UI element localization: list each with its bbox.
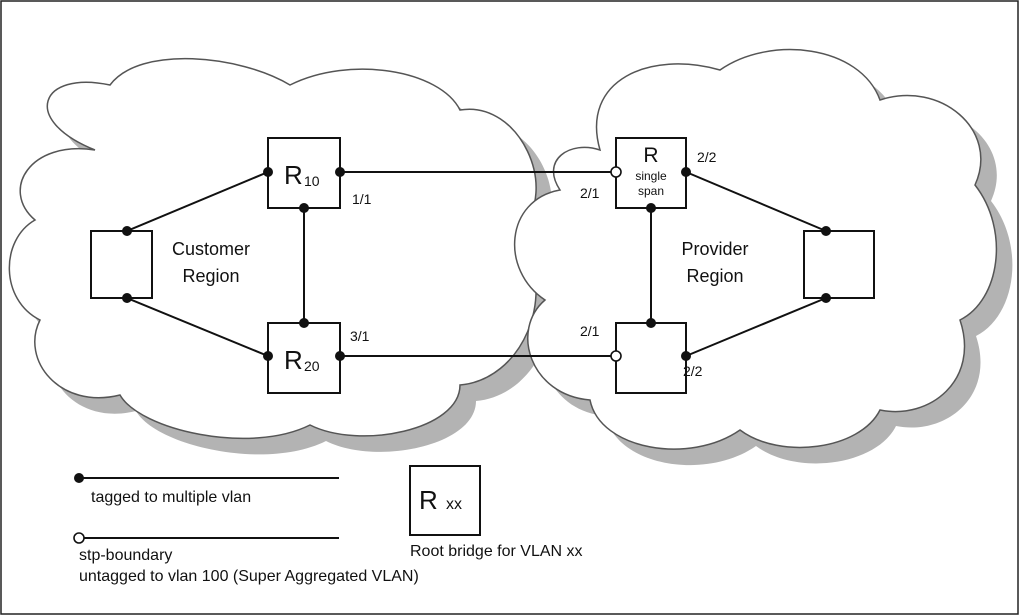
provider-region-cloud — [513, 48, 1013, 466]
links — [126, 171, 827, 357]
bridge-r20-subscript: 20 — [304, 358, 320, 374]
customer-region-cloud — [8, 57, 553, 455]
bridge-provider-top-line1: single — [635, 169, 667, 183]
provider-region-label-line1: Provider — [681, 239, 748, 259]
bridge-r10-subscript: 10 — [304, 173, 320, 189]
legend-boundary-dot — [73, 532, 85, 544]
tagged-port-dot — [821, 226, 831, 236]
tagged-port-dot — [299, 318, 309, 328]
tagged-port-dot — [646, 318, 656, 328]
port-label-provider-top-left: 2/1 — [580, 185, 600, 201]
bridge-r10-letter: R — [284, 160, 303, 190]
tagged-port-dot — [263, 351, 273, 361]
bridge-r20-letter: R — [284, 345, 303, 375]
boundary-port-dot — [610, 350, 622, 362]
link-provider-bottom-right — [685, 297, 827, 357]
bridge-provider-top-letter: R — [643, 144, 658, 167]
port-label-provider-top-right: 2/2 — [697, 149, 717, 165]
tagged-port-dot — [646, 203, 656, 213]
bridge-provider-top-line2: span — [638, 184, 664, 198]
legend-root-subscript: xx — [446, 496, 462, 513]
provider-edge-switch — [803, 230, 875, 299]
tagged-port-dot — [299, 203, 309, 213]
legend-root-bridge-box — [409, 465, 481, 536]
boundary-ports — [610, 166, 622, 362]
bridge-provider-top — [615, 137, 687, 209]
tagged-port-dot — [263, 167, 273, 177]
bridge-provider-bottom — [615, 322, 687, 394]
link-provider-top-right — [685, 171, 827, 232]
tagged-port-dot — [122, 226, 132, 236]
customer-cloud-body — [8, 57, 537, 440]
legend-tagged-label: tagged to multiple vlan — [91, 489, 251, 506]
legend: tagged to multiple vlan stp-boundary unt… — [73, 465, 583, 585]
tagged-port-dot — [821, 293, 831, 303]
tagged-port-dot — [335, 167, 345, 177]
tagged-port-dot — [681, 351, 691, 361]
tagged-port-dot — [335, 351, 345, 361]
provider-region-label-line2: Region — [686, 266, 743, 286]
provider-cloud-body — [513, 48, 998, 450]
legend-boundary-label: stp-boundary — [79, 547, 172, 564]
bridge-r20 — [267, 322, 341, 394]
port-label-provider-bottom-left: 2/1 — [580, 323, 600, 339]
legend-tagged-dot — [74, 473, 84, 483]
tagged-port-dot — [681, 167, 691, 177]
link-customer-left-r10 — [126, 171, 269, 232]
tagged-ports — [122, 167, 831, 361]
customer-edge-switch — [90, 230, 153, 299]
customer-region-label-line2: Region — [182, 266, 239, 286]
port-label-r20: 3/1 — [350, 328, 370, 344]
legend-untagged-label: untagged to vlan 100 (Super Aggregated V… — [79, 568, 419, 585]
customer-region-label-line1: Customer — [172, 239, 250, 259]
boundary-port-dot — [610, 166, 622, 178]
legend-root-letter: R — [419, 485, 438, 515]
link-customer-left-r20 — [126, 297, 269, 357]
port-label-provider-bottom-right: 2/2 — [683, 363, 703, 379]
tagged-port-dot — [122, 293, 132, 303]
legend-root-caption: Root bridge for VLAN xx — [410, 543, 583, 560]
port-label-r10: 1/1 — [352, 191, 372, 207]
